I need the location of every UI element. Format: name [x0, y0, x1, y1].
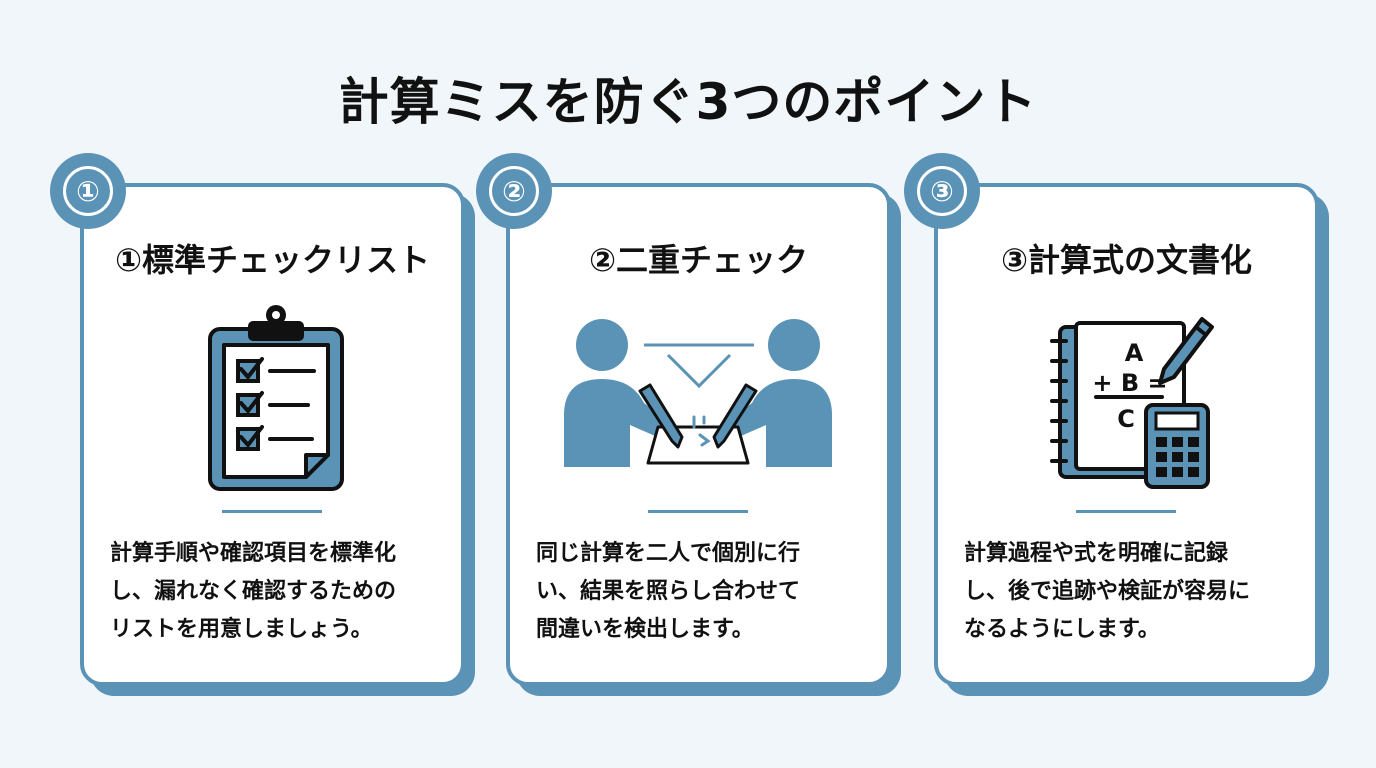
card-heading: ②二重チェック	[588, 241, 809, 279]
formula-line-1: A	[1125, 339, 1144, 367]
description-line: 同じ計算を二人で個別に行	[536, 541, 801, 566]
number-badge-2: ②	[476, 153, 552, 229]
description-line: い、結果を照らし合わせて	[536, 579, 801, 604]
card-description: 同じ計算を二人で個別に行 い、結果を照らし合わせて 間違いを検出します。	[536, 535, 866, 649]
description-line: し、後で追跡や検証が容易に	[964, 579, 1251, 604]
description-line: 計算手順や確認項目を標準化	[110, 541, 397, 566]
point-card-checklist: ①標準チェックリスト 計算手順や確認項目を標準化 し、漏れなく	[50, 153, 475, 698]
point-card-documentation: ③計算式の文書化 A + B = C	[904, 153, 1329, 698]
badge-number: ①	[63, 166, 113, 216]
card-divider	[648, 510, 748, 513]
card-divider	[1076, 510, 1176, 513]
description-line: リストを用意しましょう。	[110, 617, 373, 642]
two-people-checking-icon	[564, 319, 832, 467]
formula-line-3: C	[1117, 405, 1135, 433]
clipboard-checklist-icon	[208, 305, 344, 491]
card-description: 計算過程や式を明確に記録 し、後で追跡や検証が容易に なるようにします。	[964, 535, 1294, 649]
badge-number: ③	[917, 166, 967, 216]
card-body-panel: ③計算式の文書化 A + B = C	[934, 183, 1319, 686]
description-line: 計算過程や式を明確に記録	[964, 541, 1229, 566]
description-line: し、漏れなく確認するための	[110, 579, 397, 604]
card-body-panel: ②二重チェック	[506, 183, 891, 686]
card-heading: ①標準チェックリスト	[114, 241, 431, 279]
page-title: 計算ミスを防ぐ3つのポイント	[338, 73, 1038, 131]
card-description: 計算手順や確認項目を標準化 し、漏れなく確認するための リストを用意しましょう。	[110, 535, 440, 649]
formula-notebook-calculator-icon: A + B = C	[1050, 317, 1214, 489]
description-line: なるようにします。	[964, 617, 1160, 642]
description-line: 間違いを検出します。	[536, 617, 754, 642]
point-card-double-check: ②二重チェック	[476, 153, 901, 698]
number-badge-1: ①	[50, 153, 126, 229]
number-badge-3: ③	[904, 153, 980, 229]
card-divider	[222, 510, 322, 513]
badge-number: ②	[489, 166, 539, 216]
card-body-panel: ①標準チェックリスト 計算手順や確認項目を標準化 し、漏れなく	[80, 183, 465, 686]
formula-line-2: + B =	[1092, 369, 1167, 397]
card-heading: ③計算式の文書化	[1000, 241, 1253, 279]
